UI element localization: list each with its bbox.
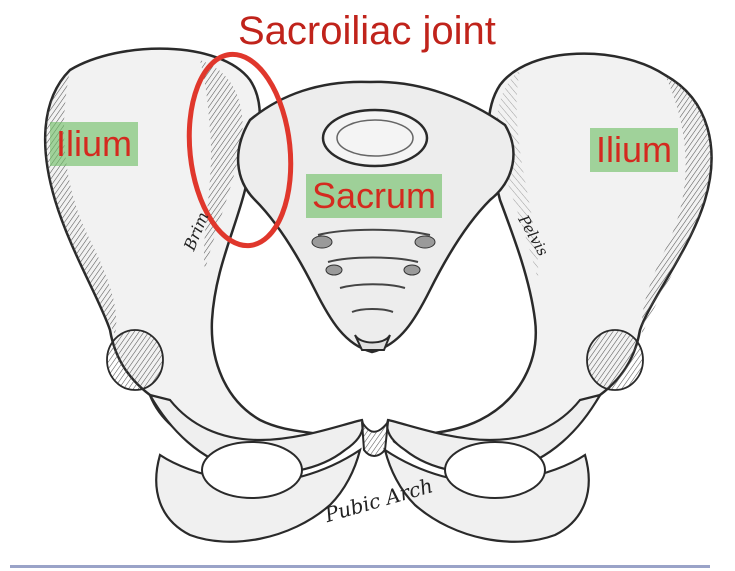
right-acetabulum — [587, 330, 643, 390]
diagram-title: Sacroiliac joint — [238, 6, 496, 56]
label-sacrum: Sacrum — [306, 174, 442, 218]
sacral-foramen — [404, 265, 420, 275]
right-obturator-foramen — [445, 442, 545, 498]
left-obturator-foramen — [202, 442, 302, 498]
sacral-foramen — [326, 265, 342, 275]
left-acetabulum — [107, 330, 163, 390]
label-ilium-right: Ilium — [590, 128, 678, 172]
sacral-foramen — [312, 236, 332, 248]
sacral-foramen — [415, 236, 435, 248]
footer-caption-strip — [0, 562, 735, 571]
label-ilium-left: Ilium — [50, 122, 138, 166]
pubic-symphysis — [362, 422, 388, 456]
vertebral-body — [323, 110, 427, 166]
